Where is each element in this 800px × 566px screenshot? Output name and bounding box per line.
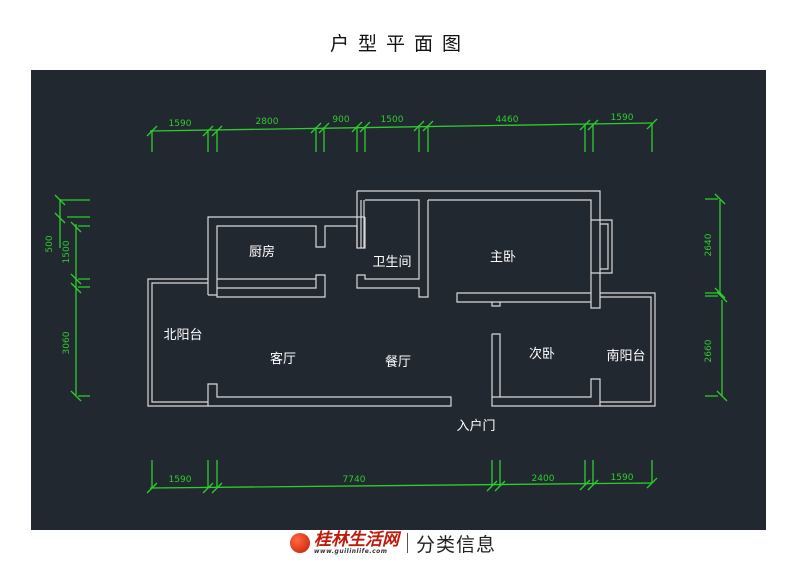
room-bathroom: 卫生间 (372, 255, 411, 270)
brand-name: 桂林生活网 (314, 529, 399, 550)
page-title: 户型平面图 (329, 33, 470, 55)
left-ticks (54, 194, 82, 402)
room-south-balcony: 南阳台 (606, 348, 645, 364)
dimension-labels: 1590 2800 900 1500 4460 1590 1590 7740 2… (45, 113, 714, 485)
left-dim-3: 3060 (62, 331, 72, 354)
room-kitchen: 厨房 (249, 244, 275, 260)
brand-logo-icon (290, 533, 310, 553)
bathroom-window (356, 191, 365, 248)
top-ticks (146, 118, 658, 152)
room-labels: 厨房 卫生间 主卧 北阳台 客厅 餐厅 次卧 南阳台 入户门 (163, 244, 645, 434)
room-dining: 餐厅 (385, 354, 411, 370)
left-dim-lines (59, 199, 90, 397)
master-bedroom-bottom (456, 292, 592, 303)
room-second-bedroom: 次卧 (529, 346, 555, 362)
right-dim-lines (705, 198, 723, 397)
room-entrance: 入户门 (456, 418, 495, 434)
top-dim-2: 2800 (256, 117, 279, 127)
footer-brand: 桂林生活网 www.guilinlife.com 分类信息 (290, 528, 496, 558)
room-north-balcony: 北阳台 (163, 328, 202, 343)
master-bedroom-wall (428, 199, 592, 293)
bottom-dim-1: 1590 (169, 475, 192, 485)
bathroom-wall (357, 190, 601, 220)
top-dim-5: 4460 (496, 115, 519, 125)
kitchen-bottom-wall (208, 274, 326, 298)
kitchen-wall-inner (216, 217, 366, 295)
footer-divider (407, 533, 408, 553)
top-dim-6: 1590 (611, 113, 634, 123)
brand-block: 桂林生活网 www.guilinlife.com (314, 529, 399, 555)
master-bedroom-right-wall (590, 220, 601, 309)
room-living: 客厅 (270, 351, 296, 367)
walls (147, 190, 656, 407)
dimension-lines (54, 118, 728, 494)
south-balcony-wall (600, 292, 656, 407)
room-master-bedroom: 主卧 (490, 250, 516, 265)
bottom-dim-2: 7740 (343, 475, 366, 485)
left-dim-2: 1500 (62, 240, 72, 263)
north-balcony-wall (147, 278, 208, 407)
footer-category: 分类信息 (416, 533, 497, 556)
bottom-ticks (146, 460, 658, 494)
right-ticks (714, 193, 728, 402)
north-balcony-wall-inner (151, 282, 208, 403)
top-dim-1: 1590 (169, 119, 192, 129)
top-dim-4: 1500 (381, 115, 404, 125)
bathroom-wall-inner (356, 199, 429, 298)
living-bottom-wall (207, 383, 452, 407)
master-bedroom-bottom-notch (491, 302, 501, 307)
top-dim-3: 900 (332, 115, 349, 125)
second-bedroom-left (492, 333, 501, 397)
second-bedroom-wall (491, 334, 601, 407)
top-dim-line (149, 122, 653, 132)
kitchen-wall (207, 216, 365, 295)
brand-url: www.guilinlife.com (314, 547, 388, 555)
floor-plan-panel (31, 70, 766, 530)
left-dim-1: 500 (45, 235, 55, 252)
right-dim-2: 2660 (704, 339, 714, 362)
bottom-dim-line (149, 482, 653, 489)
master-bedroom-window (591, 219, 613, 274)
right-dim-1: 2640 (704, 233, 714, 256)
bottom-dim-4: 1590 (611, 473, 634, 483)
bottom-dim-3: 2400 (532, 474, 555, 484)
